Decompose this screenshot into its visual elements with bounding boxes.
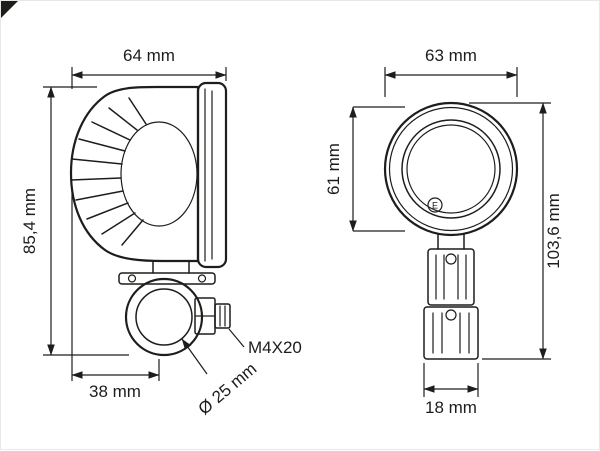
clamp-bore — [135, 288, 193, 346]
strap-bolt-left — [127, 274, 137, 283]
housing-inner-circle — [388, 106, 514, 232]
approval-mark-text: E — [432, 201, 438, 211]
dim-label-front-width: 63 mm — [425, 46, 477, 65]
heatsink-fins — [70, 97, 147, 246]
callout-bolt: M4X20 — [228, 328, 302, 357]
lamp-housing-outline — [69, 85, 200, 263]
bracket-lower-bolt — [445, 309, 457, 321]
dim-side-height: 85,4 mm — [20, 86, 129, 356]
clamp-bore-label: Ø 25 mm — [195, 359, 261, 418]
dim-label-bracket-width: 18 mm — [425, 398, 477, 417]
bolt-head — [214, 303, 231, 329]
dim-side-width: 64 mm — [71, 46, 227, 89]
bracket-lower-ribs — [432, 312, 470, 354]
bracket-upper-block — [427, 248, 475, 306]
bracket-upper-ribs — [435, 254, 467, 300]
lamp-side-view — [69, 81, 231, 357]
dim-label-side-width: 64 mm — [123, 46, 175, 65]
dim-bracket-width: 18 mm — [423, 363, 479, 417]
corner-fold-mark — [1, 1, 18, 18]
dim-label-base-width: 38 mm — [89, 382, 141, 401]
lens-inner-circle — [406, 124, 496, 214]
housing-outer-circle — [383, 101, 519, 237]
mount-strap — [118, 272, 216, 285]
bracket-upper-bolt — [445, 253, 457, 265]
housing-step-oval — [120, 121, 198, 227]
dim-label-side-height: 85,4 mm — [20, 188, 39, 254]
bracket-lower-block — [423, 306, 479, 360]
dim-total-height: 103,6 mm — [469, 102, 563, 360]
approval-mark-circle — [427, 197, 443, 213]
bolt-label: M4X20 — [248, 338, 302, 357]
dim-label-lens-height: 61 mm — [324, 143, 343, 195]
lens-outer-circle — [401, 119, 501, 219]
strap-bolt-right — [197, 274, 207, 283]
lens-bezel — [196, 81, 228, 269]
lamp-front-view: E — [383, 101, 519, 360]
dim-front-width: 63 mm — [384, 46, 518, 97]
dim-label-total-height: 103,6 mm — [544, 193, 563, 269]
clamp-ring-outer — [124, 277, 204, 357]
dim-base-width: 38 mm — [71, 189, 160, 401]
dim-lens-height: 61 mm — [324, 106, 405, 232]
